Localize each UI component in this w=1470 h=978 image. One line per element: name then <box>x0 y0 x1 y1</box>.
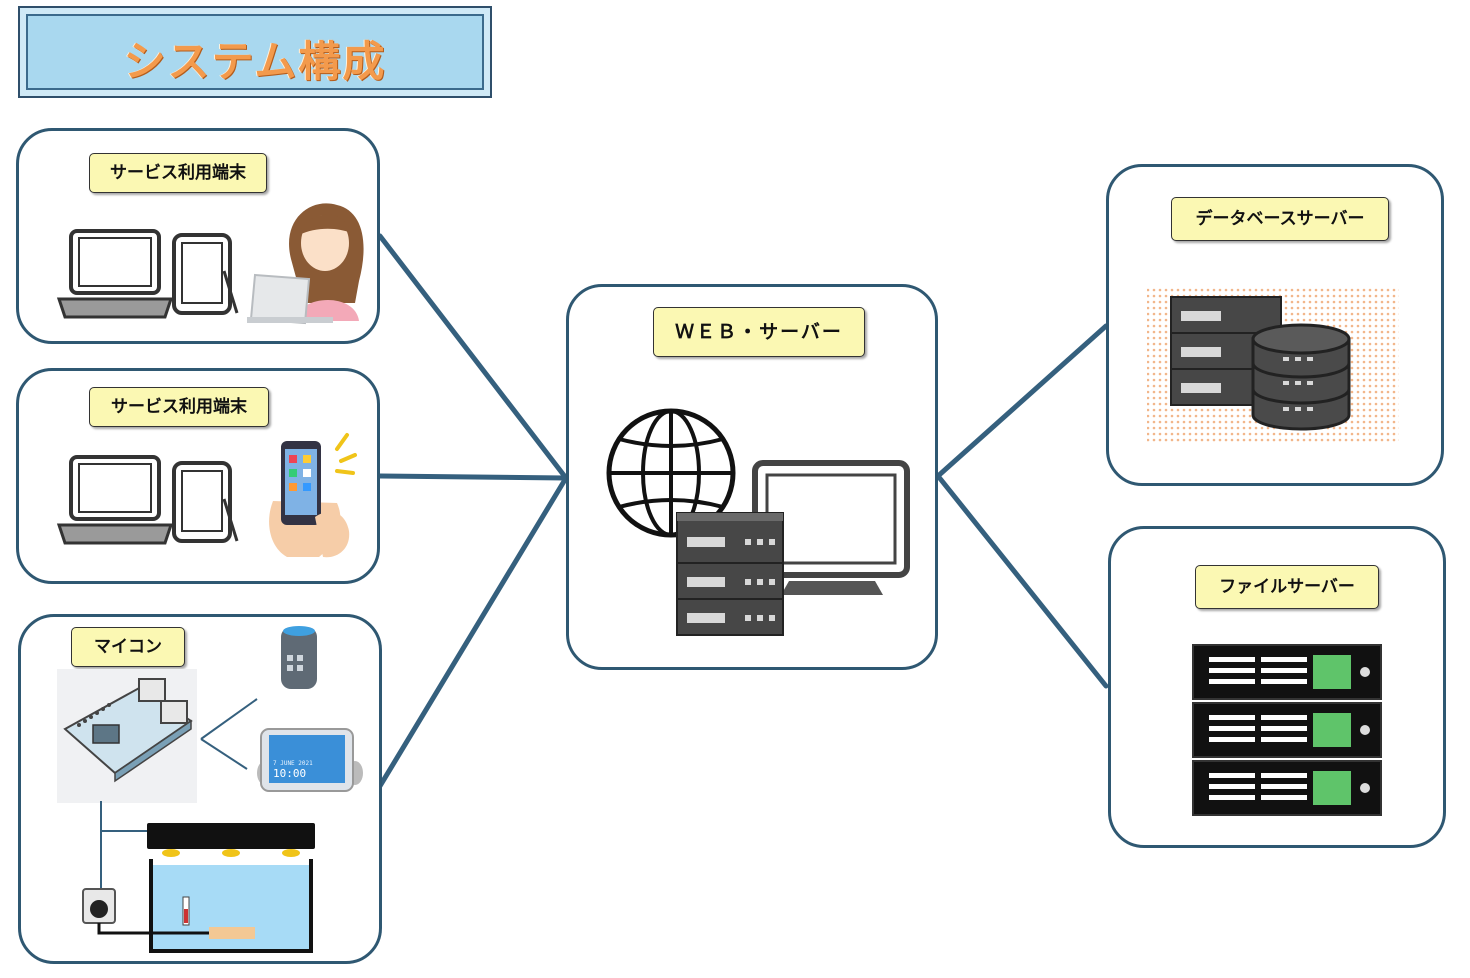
smartphone-in-hand-icon <box>269 433 357 558</box>
label-database-server: データベースサーバー <box>1171 197 1389 241</box>
smart-speaker-icon <box>281 626 317 689</box>
laptop-icon <box>56 455 174 545</box>
panel-database-server: データベースサーバー <box>1106 164 1444 486</box>
tablet-icon <box>172 233 239 315</box>
title-banner: システム構成 <box>18 6 492 98</box>
panel-microcontroller: マイコン 7 JUNE 2021 10:00 <box>18 614 382 964</box>
panel-terminal-1: サービス利用端末 <box>16 128 380 344</box>
server-rack-icon <box>1192 644 1382 816</box>
label-terminal-2: サービス利用端末 <box>89 387 269 427</box>
smart-display-date: 7 JUNE 2021 <box>273 760 313 767</box>
aquarium-icon <box>82 823 315 953</box>
globe-icon <box>606 408 736 538</box>
smart-display-time: 10:00 <box>273 767 306 780</box>
label-web-server: ＷＥＢ・サーバー <box>653 307 865 357</box>
monitor-icon <box>752 460 910 595</box>
server-rack-icon <box>676 512 784 636</box>
label-file-server: ファイルサーバー <box>1195 565 1379 609</box>
panel-terminal-2: サービス利用端末 <box>16 368 380 584</box>
page-title: システム構成 <box>123 37 387 86</box>
label-terminal-1: サービス利用端末 <box>89 153 267 193</box>
smart-display-icon: 7 JUNE 2021 10:00 <box>257 728 363 792</box>
label-microcontroller: マイコン <box>71 627 185 667</box>
tablet-icon <box>172 461 239 543</box>
microcontroller-board-icon <box>57 669 258 891</box>
panel-file-server: ファイルサーバー <box>1108 526 1446 848</box>
woman-at-laptop-icon <box>247 203 364 325</box>
database-icon <box>1147 287 1399 443</box>
laptop-icon <box>56 229 174 319</box>
panel-web-server: ＷＥＢ・サーバー <box>566 284 938 670</box>
